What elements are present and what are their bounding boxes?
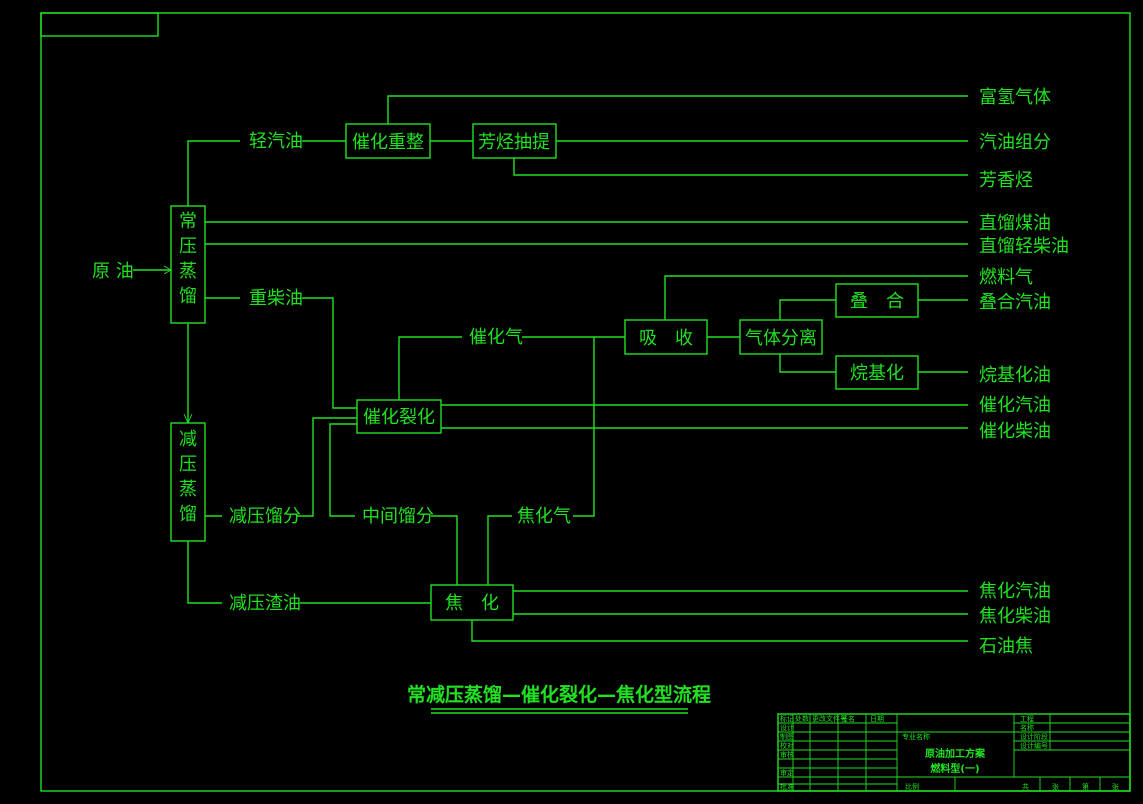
tb-scale: 比例 <box>905 782 919 791</box>
product-label: 直馏轻柴油 <box>979 236 1069 257</box>
tb-org: 专业名称 <box>902 732 930 741</box>
tb-sheet-info: 共 <box>1022 782 1029 791</box>
product-label: 焦化汽油 <box>979 581 1051 602</box>
product-label: 汽油组分 <box>979 132 1051 153</box>
product-label: 石油焦 <box>979 636 1033 657</box>
tb-right-label: 设计编号 <box>1020 741 1048 750</box>
aromatic-extraction-label: 芳烃抽提 <box>478 132 550 153</box>
tb-header: 日期 <box>870 715 884 723</box>
absorption-label: 吸 收 <box>639 328 693 349</box>
aromatic-extraction-box <box>472 123 557 159</box>
atmospheric-label-3: 蒸 <box>179 261 197 282</box>
tb-right-label: 工程 <box>1020 714 1034 723</box>
atmospheric-label-1: 常 <box>179 211 197 232</box>
catalytic-reforming-label: 催化重整 <box>352 132 424 153</box>
product-label: 催化柴油 <box>979 421 1051 442</box>
polymerization-label: 叠 合 <box>850 291 904 312</box>
tb-role: 制图 <box>780 732 794 741</box>
tb-sheet-info: 张 <box>1112 782 1119 791</box>
product-label: 催化汽油 <box>979 395 1051 416</box>
absorption-box <box>624 319 708 355</box>
tb-drawing-name-2: 燃料型(一) <box>930 762 979 775</box>
vacuum-label-3: 蒸 <box>179 479 197 500</box>
product-label: 燃料气 <box>979 267 1033 288</box>
catalytic-cracking-label: 催化裂化 <box>363 407 435 428</box>
atmospheric-distillation-box <box>170 205 206 324</box>
tb-sheet-info: 张 <box>1052 782 1059 791</box>
vacuum-label-2: 压 <box>179 454 197 475</box>
tb-sheet-info: 第 <box>1082 782 1089 791</box>
atmospheric-label-2: 压 <box>179 236 197 257</box>
flow-lines <box>133 95 968 642</box>
coking-box <box>430 584 514 621</box>
tb-role: 校对 <box>780 741 794 750</box>
coker-gas-label: 焦化气 <box>517 506 571 527</box>
tb-header: 签名 <box>841 714 855 723</box>
gas-separation-box <box>739 319 823 355</box>
vacuum-label-4: 馏 <box>179 504 197 525</box>
tb-drawing-name-1: 原油加工方案 <box>925 747 986 760</box>
intermediate-distillate-label: 中间馏分 <box>362 506 434 527</box>
tb-right-label: 设计阶段 <box>1020 732 1048 741</box>
alkylation-box <box>835 355 919 390</box>
tb-role: 审定 <box>780 768 794 777</box>
tb-right-label: 名称 <box>1020 723 1034 732</box>
tb-role: 批准 <box>780 782 794 791</box>
heavy-diesel-label: 重柴油 <box>249 288 303 309</box>
product-label: 叠合汽油 <box>979 292 1051 313</box>
light-naphtha-label: 轻汽油 <box>249 131 303 152</box>
tb-role: 设计 <box>780 723 794 732</box>
crude-oil-label: 原 油 <box>92 261 134 282</box>
corner-tag-box <box>40 12 159 37</box>
atmospheric-label-4: 馏 <box>179 286 197 307</box>
tb-header: 更改文件号 <box>812 714 847 723</box>
cracked-gas-label: 催化气 <box>469 327 523 348</box>
product-label: 富氢气体 <box>979 87 1051 108</box>
catalytic-cracking-box <box>356 399 442 434</box>
tb-header: 处数 <box>795 714 809 723</box>
title-block <box>777 713 1131 792</box>
product-label: 芳香烃 <box>979 170 1033 191</box>
gas-separation-label: 气体分离 <box>745 328 817 349</box>
vacuum-label-1: 减 <box>179 429 197 450</box>
polymerization-box <box>835 283 919 318</box>
catalytic-reforming-box <box>345 123 431 159</box>
diagram-title: 常减压蒸馏—催化裂化—焦化型流程 <box>407 683 711 706</box>
product-label: 直馏煤油 <box>979 213 1051 234</box>
coking-label: 焦 化 <box>445 593 499 614</box>
alkylation-label: 烷基化 <box>850 363 904 384</box>
product-label: 焦化柴油 <box>979 606 1051 627</box>
tb-header: 标记 <box>780 714 794 723</box>
drawing-border <box>40 12 1131 792</box>
product-label: 烷基化油 <box>979 365 1051 386</box>
vacuum-residue-label: 减压渣油 <box>229 593 301 614</box>
vacuum-distillate-label: 减压馏分 <box>229 506 301 527</box>
tb-role: 审核 <box>780 750 794 759</box>
vacuum-distillation-box <box>170 422 206 542</box>
